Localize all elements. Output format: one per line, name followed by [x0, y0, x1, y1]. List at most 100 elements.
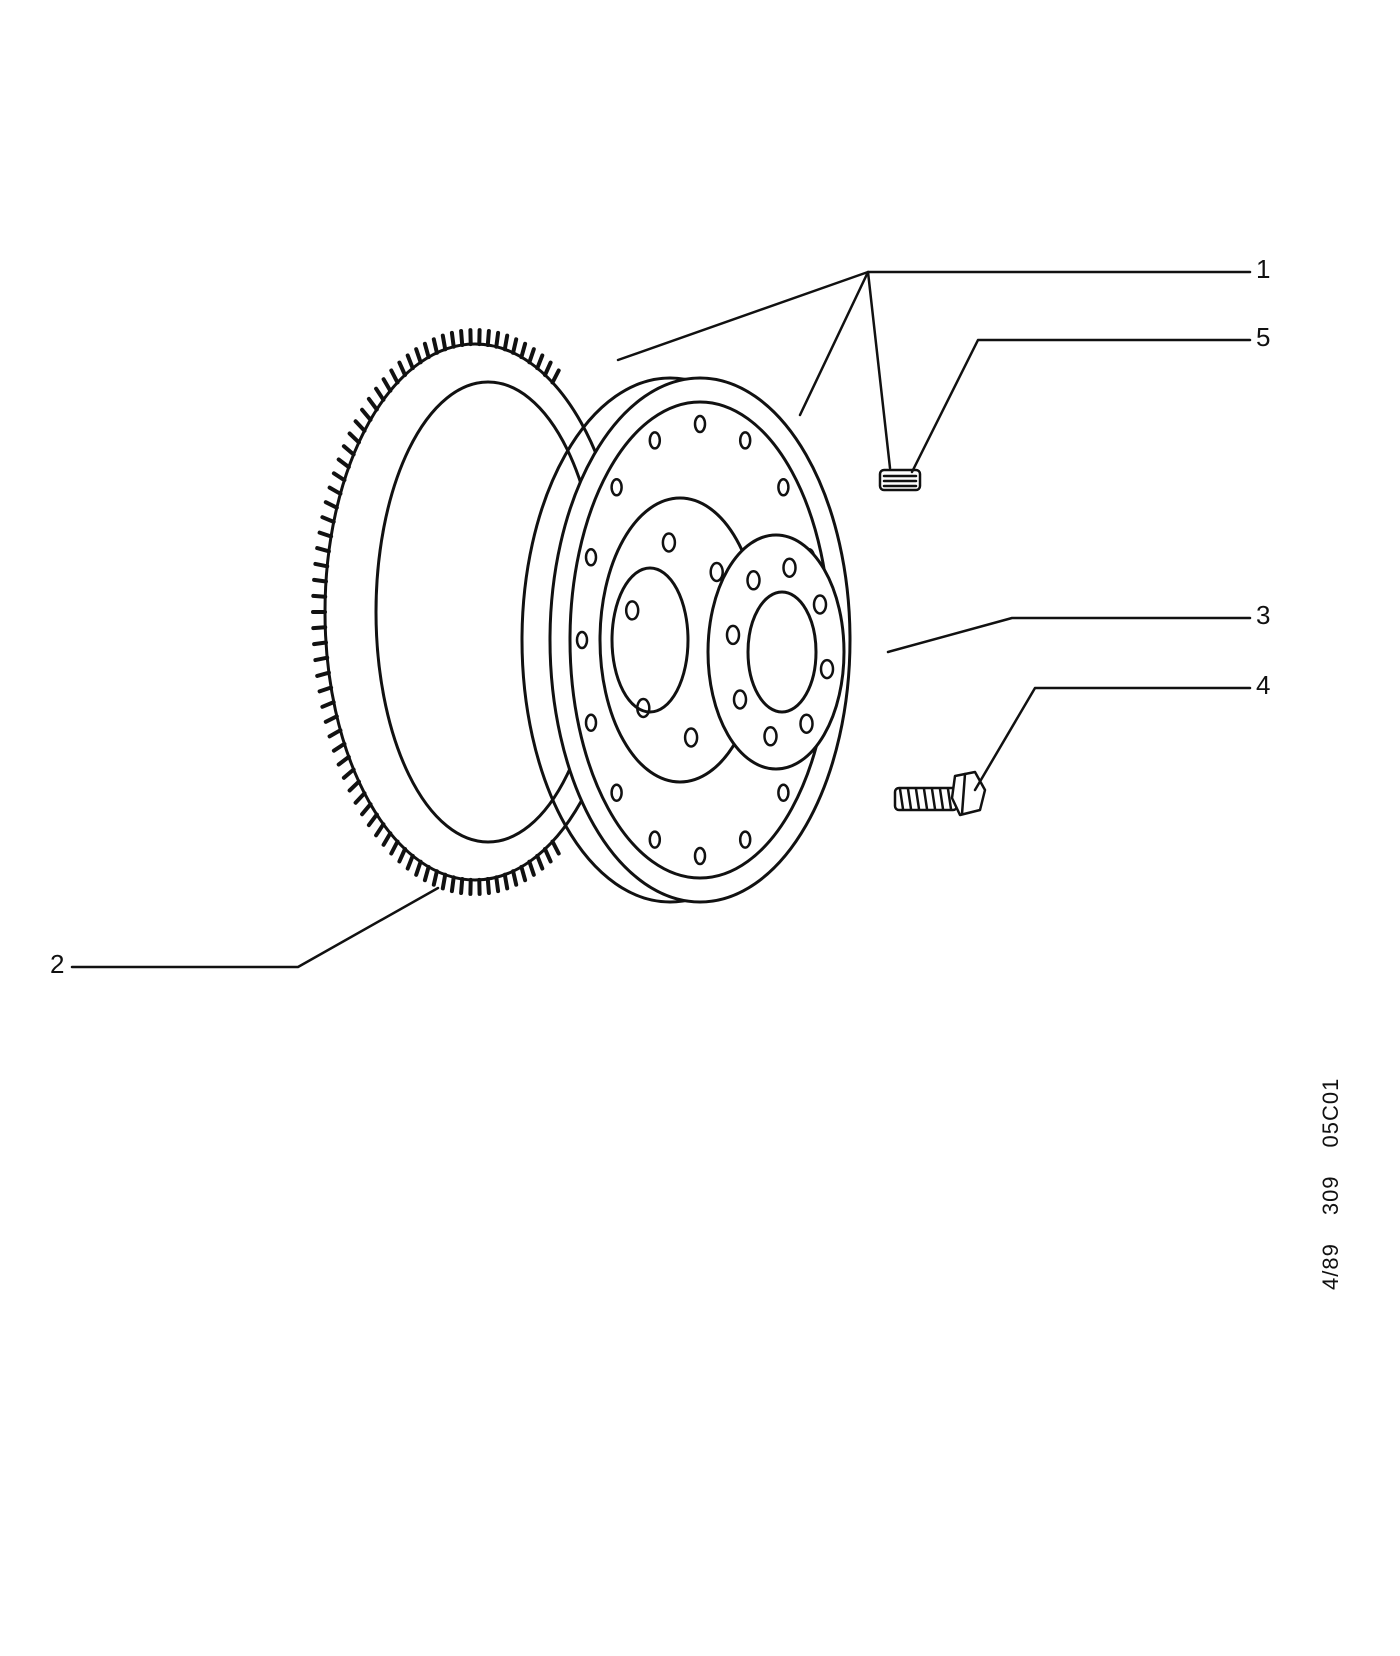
- ring-gear-teeth: [311, 328, 561, 896]
- callout-4: 4: [1256, 670, 1271, 700]
- gear-tooth: [405, 353, 415, 371]
- gear-tooth: [485, 329, 491, 347]
- gear-tooth: [374, 822, 386, 838]
- plate-hole: [763, 726, 778, 747]
- plate-hole: [732, 689, 748, 710]
- gear-tooth: [331, 471, 347, 483]
- dowel-pin: [878, 468, 922, 492]
- gear-tooth: [312, 577, 328, 584]
- gear-tooth: [360, 407, 373, 422]
- gear-tooth: [550, 368, 561, 385]
- leader-5: [910, 338, 1252, 474]
- gear-tooth: [543, 360, 553, 377]
- bolt-thread: [898, 787, 953, 811]
- gear-tooth: [397, 847, 407, 864]
- gear-tooth: [341, 444, 356, 457]
- leader-1: [616, 270, 1252, 362]
- gear-tooth: [381, 377, 393, 393]
- gear-tooth: [311, 593, 328, 599]
- gear-tooth: [459, 329, 465, 347]
- leader-2: [70, 886, 440, 969]
- plate-hole: [799, 713, 814, 734]
- gear-tooth: [320, 700, 336, 709]
- reference-date: 4/89: [1318, 1243, 1343, 1290]
- gear-tooth: [414, 347, 423, 365]
- leader-1c: [866, 270, 892, 470]
- bolt-hole: [648, 431, 662, 450]
- gear-tooth: [341, 767, 356, 780]
- gear-tooth: [360, 802, 373, 817]
- gear-tooth: [440, 872, 448, 891]
- gear-tooth: [431, 869, 439, 887]
- bolt-hole: [777, 783, 790, 802]
- boss-hole: [709, 561, 724, 583]
- gear-tooth: [550, 839, 561, 856]
- gear-tooth: [315, 546, 331, 554]
- gear-tooth: [336, 754, 351, 767]
- plate-hole: [746, 570, 761, 591]
- gear-tooth: [414, 859, 423, 877]
- gear-tooth: [543, 847, 553, 864]
- boss-hole: [683, 727, 699, 748]
- gear-tooth: [331, 741, 347, 753]
- gear-tooth: [440, 333, 448, 352]
- gear-tooth: [327, 485, 343, 496]
- plate-hole: [819, 658, 835, 680]
- boss-hole: [624, 600, 640, 621]
- reference-code-id: 05C01: [1318, 1077, 1343, 1148]
- callout-5: 5: [1256, 322, 1271, 352]
- gear-tooth: [502, 872, 510, 891]
- boss-hole: [661, 532, 677, 553]
- gear-tooth: [431, 337, 439, 355]
- flywheel-disc: [520, 376, 852, 904]
- gear-tooth: [535, 353, 545, 371]
- gear-tooth: [313, 655, 330, 663]
- gear-tooth: [323, 714, 339, 724]
- leader-1b: [798, 270, 870, 417]
- ring-gear: [311, 328, 627, 896]
- leader-4: [973, 686, 1252, 792]
- spacer-plate-outer: [706, 533, 846, 771]
- gear-tooth: [347, 779, 361, 793]
- gear-tooth: [511, 337, 519, 355]
- gear-tooth: [353, 791, 367, 805]
- callout-3: 3: [1256, 600, 1271, 630]
- gear-tooth: [527, 347, 536, 365]
- gear-tooth: [519, 341, 528, 360]
- spacer-plate: [706, 533, 846, 771]
- flywheel-front-face: [548, 376, 852, 904]
- bolt-hole: [693, 846, 707, 866]
- boss-hole: [636, 697, 651, 719]
- reference-code: 4/89 309 05C01: [1318, 1050, 1344, 1290]
- gear-tooth: [336, 457, 351, 470]
- plate-hole: [782, 557, 797, 578]
- gear-tooth: [317, 685, 334, 694]
- bolt-hole: [610, 783, 623, 802]
- bolt-hole: [575, 630, 589, 650]
- plate-hole: [725, 624, 741, 646]
- gear-tooth: [389, 839, 400, 856]
- gear-tooth: [449, 875, 456, 894]
- leader-lines: [70, 270, 1252, 969]
- gear-tooth: [397, 360, 407, 377]
- gear-tooth: [502, 333, 510, 352]
- gear-tooth: [320, 515, 336, 524]
- gear-tooth: [389, 368, 400, 385]
- leader-3: [886, 616, 1252, 654]
- reference-model: 309: [1318, 1175, 1343, 1216]
- gear-tooth: [494, 875, 501, 894]
- gear-tooth: [313, 561, 330, 569]
- gear-tooth: [527, 859, 536, 877]
- gear-tooth: [374, 386, 386, 402]
- gear-tooth: [405, 853, 415, 871]
- plate-hole: [812, 594, 828, 615]
- gear-tooth: [317, 530, 334, 539]
- spacer-plate-holes: [725, 557, 835, 747]
- gear-tooth: [519, 864, 528, 883]
- gear-tooth: [327, 728, 343, 739]
- gear-tooth: [485, 877, 491, 895]
- bolt-hole: [610, 478, 623, 497]
- gear-tooth: [315, 670, 331, 678]
- gear-tooth: [459, 877, 465, 895]
